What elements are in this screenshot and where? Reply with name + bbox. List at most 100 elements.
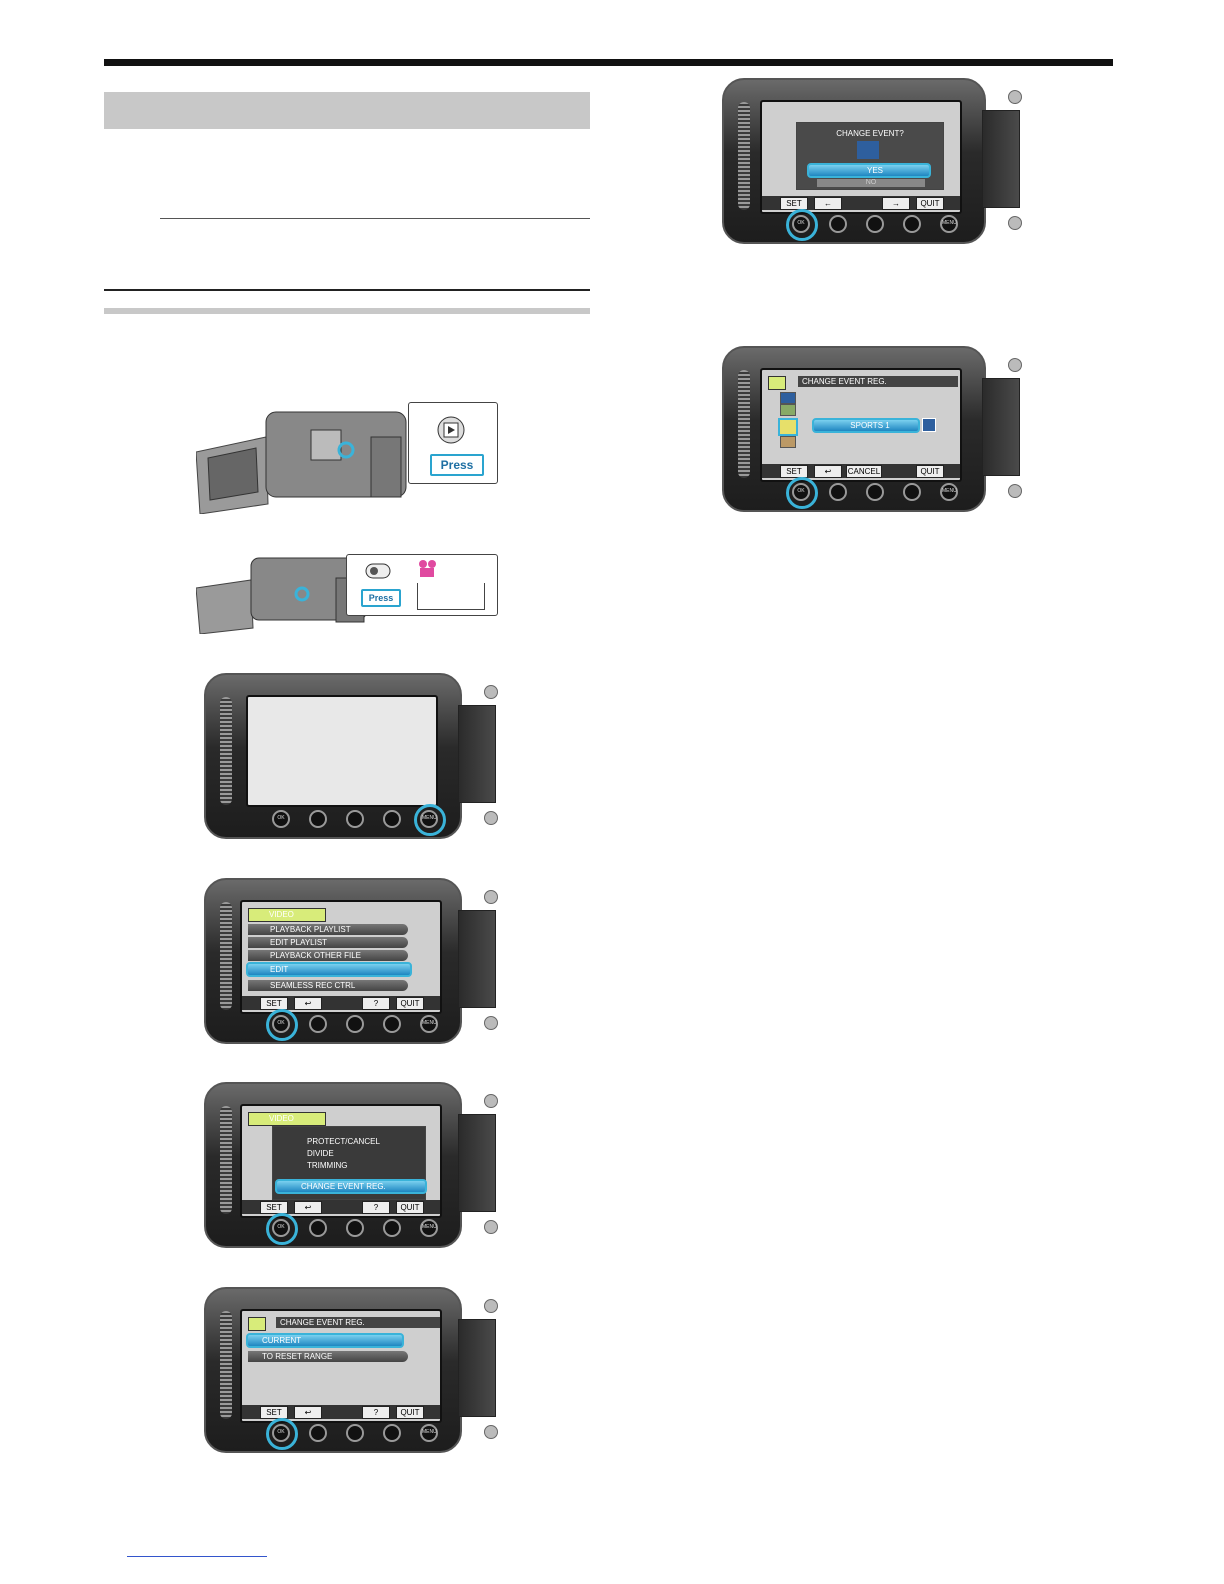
ok-button[interactable]: OK xyxy=(272,810,290,828)
ok-button[interactable]: OK xyxy=(786,209,818,241)
confirm-dialog: CHANGE EVENT? YES NO xyxy=(796,122,944,190)
ok-button[interactable]: OK xyxy=(266,1418,298,1450)
ok-button[interactable]: OK xyxy=(266,1009,298,1041)
menu-button[interactable]: MENU xyxy=(940,215,958,233)
set-softkey[interactable]: SET xyxy=(260,1201,288,1214)
lcd-button-4[interactable] xyxy=(383,1219,401,1237)
back-softkey[interactable]: ↩ xyxy=(294,997,322,1010)
quit-softkey[interactable]: QUIT xyxy=(396,997,424,1010)
lcd-screen: CHANGE EVENT? YES NO SET ← → QUIT xyxy=(760,100,962,214)
cancel-softkey[interactable]: CANCEL xyxy=(846,465,882,478)
right-softkey[interactable]: → xyxy=(882,197,910,210)
lcd-button-2[interactable] xyxy=(309,1219,327,1237)
header-rule xyxy=(104,59,1113,66)
video-tab: VIDEO xyxy=(248,908,326,922)
menu-button[interactable]: MENU xyxy=(940,483,958,501)
menu-item-edit-playlist[interactable]: EDIT PLAYLIST xyxy=(248,937,408,948)
lcd-button-3[interactable] xyxy=(346,1424,364,1442)
lcd-button-4[interactable] xyxy=(383,1424,401,1442)
subsection-rule xyxy=(104,289,590,291)
event-icon-sports-selected[interactable] xyxy=(778,418,798,436)
lcd-button-3[interactable] xyxy=(866,215,884,233)
set-softkey[interactable]: SET xyxy=(780,197,808,210)
event-icon-4[interactable] xyxy=(780,436,796,448)
menu-button[interactable]: MENU xyxy=(420,1015,438,1033)
screen-title: CHANGE EVENT REG. xyxy=(276,1317,440,1328)
press-label: Press xyxy=(361,589,401,607)
subsection-heading-bar xyxy=(104,308,590,314)
quit-softkey[interactable]: QUIT xyxy=(916,465,944,478)
menu-button[interactable]: MENU xyxy=(414,804,446,836)
set-softkey[interactable]: SET xyxy=(260,997,288,1010)
section-heading-bar xyxy=(104,92,590,129)
press-label: Press xyxy=(430,454,484,476)
help-softkey[interactable]: ? xyxy=(362,1406,390,1419)
lcd-button-4[interactable] xyxy=(383,810,401,828)
lcd-button-4[interactable] xyxy=(903,215,921,233)
lcd-button-2[interactable] xyxy=(309,810,327,828)
lcd-video-menu: VIDEO PLAYBACK PLAYLIST EDIT PLAYLIST PL… xyxy=(204,878,498,1044)
lcd-button-3[interactable] xyxy=(346,1219,364,1237)
set-softkey[interactable]: SET xyxy=(780,465,808,478)
option-reset-range[interactable]: TO RESET RANGE xyxy=(248,1351,408,1362)
option-current[interactable]: CURRENT xyxy=(246,1333,404,1348)
event-icon xyxy=(857,141,879,159)
play-button-icon xyxy=(437,416,465,444)
quit-softkey[interactable]: QUIT xyxy=(396,1201,424,1214)
confirm-prompt: CHANGE EVENT? xyxy=(836,129,904,138)
lcd-button-2[interactable] xyxy=(829,215,847,233)
event-icon-2[interactable] xyxy=(780,404,796,416)
mode-lamp-panel xyxy=(417,583,485,610)
event-preview-icon xyxy=(922,418,936,432)
menu-item-seamless-rec[interactable]: SEAMLESS REC CTRL xyxy=(248,980,408,991)
submenu-item-change-event[interactable]: CHANGE EVENT REG. xyxy=(275,1179,427,1194)
lcd-screen: VIDEO PLAYBACK PLAYLIST EDIT PLAYLIST PL… xyxy=(240,900,442,1014)
help-softkey[interactable]: ? xyxy=(362,1201,390,1214)
lcd-button-2[interactable] xyxy=(309,1015,327,1033)
submenu-item-divide[interactable]: DIVIDE xyxy=(307,1149,334,1158)
ok-button[interactable]: OK xyxy=(786,477,818,509)
back-softkey[interactable]: ↩ xyxy=(814,465,842,478)
camcorder-play-illustration: Press xyxy=(195,392,498,515)
lcd-button-4[interactable] xyxy=(383,1015,401,1033)
menu-button[interactable]: MENU xyxy=(420,1219,438,1237)
lcd-button-2[interactable] xyxy=(829,483,847,501)
lcd-button-3[interactable] xyxy=(866,483,884,501)
lcd-change-event-reg: CHANGE EVENT REG. CURRENT TO RESET RANGE… xyxy=(204,1287,498,1453)
memo-divider xyxy=(160,218,590,219)
yes-option[interactable]: YES xyxy=(807,163,931,178)
lcd-button-4[interactable] xyxy=(903,483,921,501)
quit-softkey[interactable]: QUIT xyxy=(916,197,944,210)
lcd-screen: VIDEO PROTECT/CANCEL DIVIDE TRIMMING CHA… xyxy=(240,1104,442,1218)
play-button-callout: Press xyxy=(408,402,498,484)
screen-title: CHANGE EVENT REG. xyxy=(798,376,958,387)
camcorder-mode-illustration: Press xyxy=(195,548,498,635)
lcd-button-3[interactable] xyxy=(346,810,364,828)
submenu-item-trimming[interactable]: TRIMMING xyxy=(307,1161,348,1170)
back-softkey[interactable]: ↩ xyxy=(294,1406,322,1419)
event-icon-travel[interactable] xyxy=(780,392,796,404)
menu-item-edit[interactable]: EDIT xyxy=(246,962,412,977)
menu-item-playback-playlist[interactable]: PLAYBACK PLAYLIST xyxy=(248,924,408,935)
left-softkey[interactable]: ← xyxy=(814,197,842,210)
quit-softkey[interactable]: QUIT xyxy=(396,1406,424,1419)
video-mode-icon xyxy=(419,560,436,577)
no-option[interactable]: NO xyxy=(817,179,925,187)
menu-item-playback-other-file[interactable]: PLAYBACK OTHER FILE xyxy=(248,950,408,961)
camcorder-icon xyxy=(195,411,407,515)
lcd-screen xyxy=(246,695,438,807)
lcd-button-3[interactable] xyxy=(346,1015,364,1033)
set-softkey[interactable]: SET xyxy=(260,1406,288,1419)
submenu-panel: PROTECT/CANCEL DIVIDE TRIMMING CHANGE EV… xyxy=(272,1126,427,1200)
lcd-screen: CHANGE EVENT REG. CURRENT TO RESET RANGE… xyxy=(240,1309,442,1423)
back-softkey[interactable]: ↩ xyxy=(294,1201,322,1214)
lcd-button-2[interactable] xyxy=(309,1424,327,1442)
ok-button[interactable]: OK xyxy=(266,1213,298,1245)
submenu-item-protect[interactable]: PROTECT/CANCEL xyxy=(307,1137,380,1146)
mode-switch-icon xyxy=(365,563,391,579)
event-name-field[interactable]: SPORTS 1 xyxy=(812,418,920,433)
lcd-menu-button: OK MENU xyxy=(204,673,498,839)
footer-link-underline[interactable] xyxy=(127,1556,267,1557)
help-softkey[interactable]: ? xyxy=(362,997,390,1010)
menu-button[interactable]: MENU xyxy=(420,1424,438,1442)
